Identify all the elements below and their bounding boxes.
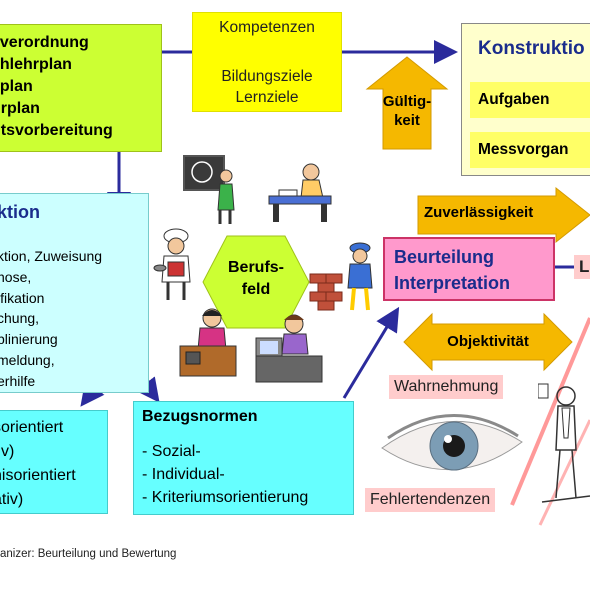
competences-label: Kompetenzen xyxy=(219,19,315,36)
beurteilung-label: Beurteilung xyxy=(394,247,495,267)
funktion-item: ifikation xyxy=(0,289,45,306)
beurteilung-box: Beurteilung Interpretation xyxy=(383,237,555,301)
orientation-line: tiv) xyxy=(0,443,15,460)
fehlertendenzen-label: Fehlertendenzen xyxy=(365,488,496,512)
interpretation-label: Interpretation xyxy=(394,273,511,293)
funktion-item: ktion, Zuweisung xyxy=(0,248,103,264)
gueltigkeit-line: keit xyxy=(394,112,420,129)
gueltigkeit-arrow xyxy=(365,56,449,150)
bezugsnorm-item: - Individual- xyxy=(142,466,225,483)
right-partial-label: L xyxy=(574,255,590,279)
regulation-line: splan xyxy=(0,78,33,95)
call-center-illustration xyxy=(255,314,323,383)
berufsfeld-line: Berufs- xyxy=(227,259,284,276)
funktion-title: ktion xyxy=(0,202,40,222)
bezugsnormen-box: Bezugsnormen - Sozial- - Individual- - K… xyxy=(133,401,354,515)
bezugsnormen-title: Bezugsnormen xyxy=(142,408,258,425)
arrow-to-beurteilung xyxy=(342,306,400,399)
regulation-line: ahlehrplan xyxy=(0,56,72,73)
funktion-item: erhilfe xyxy=(0,372,36,389)
funktion-item: meldung, xyxy=(0,351,55,368)
gueltigkeit-label: Gültig- keit xyxy=(372,92,442,130)
office-worker-illustration xyxy=(179,308,237,377)
bezugsnorm-item: - Kriteriumsorientierung xyxy=(142,489,309,506)
teacher-at-board-illustration xyxy=(183,155,235,224)
orientation-line: nisorientiert xyxy=(0,467,76,484)
wahrnehmung-label: Wahrnehmung xyxy=(389,375,504,399)
pink-line xyxy=(538,419,590,526)
konstruktion-box: Konstruktio Aufgaben Messvorgan xyxy=(461,23,590,176)
berufsfeld-hexagon xyxy=(202,235,310,329)
chef-illustration xyxy=(153,228,191,300)
objektivitaet-arrow xyxy=(403,312,573,372)
bezugsnorm-item: - Sozial- xyxy=(142,443,201,460)
funktion-item: nose, xyxy=(0,268,32,285)
aufgaben-row: Aufgaben xyxy=(470,82,590,118)
regulation-line: sverordnung xyxy=(0,34,89,51)
funktion-box: ktion ktion, Zuweisung nose, ifikation c… xyxy=(0,193,149,393)
goals-label: Bildungsziele xyxy=(221,68,313,85)
konstruktion-title: Konstruktio xyxy=(478,38,585,59)
regulation-line: htsvorbereitung xyxy=(0,122,113,139)
regulations-box: sverordnung ahlehrplan splan hrplan htsv… xyxy=(0,24,162,152)
berufsfeld-line: feld xyxy=(241,281,271,298)
student-at-desk-illustration xyxy=(268,163,332,222)
bricklayer-illustration xyxy=(309,242,373,311)
eye-illustration xyxy=(381,414,523,471)
regulation-line: hrplan xyxy=(0,100,40,117)
orientation-box: sorientiert tiv) nisorientiert ativ) xyxy=(0,410,108,514)
funktion-item: chung, xyxy=(0,310,40,327)
orientation-line: ativ) xyxy=(0,491,24,508)
zuverlaessigkeit-arrow xyxy=(417,186,590,244)
funktion-item: plinierung xyxy=(0,331,58,348)
zuverlaessigkeit-label: Zuverlässigkeit xyxy=(424,204,534,221)
gueltigkeit-line: Gültig- xyxy=(382,93,432,110)
pink-line xyxy=(510,317,590,506)
messvorgang-row: Messvorgan xyxy=(470,132,590,168)
learning-goals-label: Lernziele xyxy=(235,89,299,106)
orientation-line: sorientiert xyxy=(0,419,64,436)
objektivitaet-label: Objektivität xyxy=(447,333,529,350)
competences-box: Kompetenzen Bildungsziele Lernziele xyxy=(192,12,342,112)
berufsfeld-label: Berufs- feld xyxy=(216,257,296,301)
footer-caption: anizer: Beurteilung und Bewertung xyxy=(0,548,177,560)
people-sketch-illustration xyxy=(538,383,590,503)
